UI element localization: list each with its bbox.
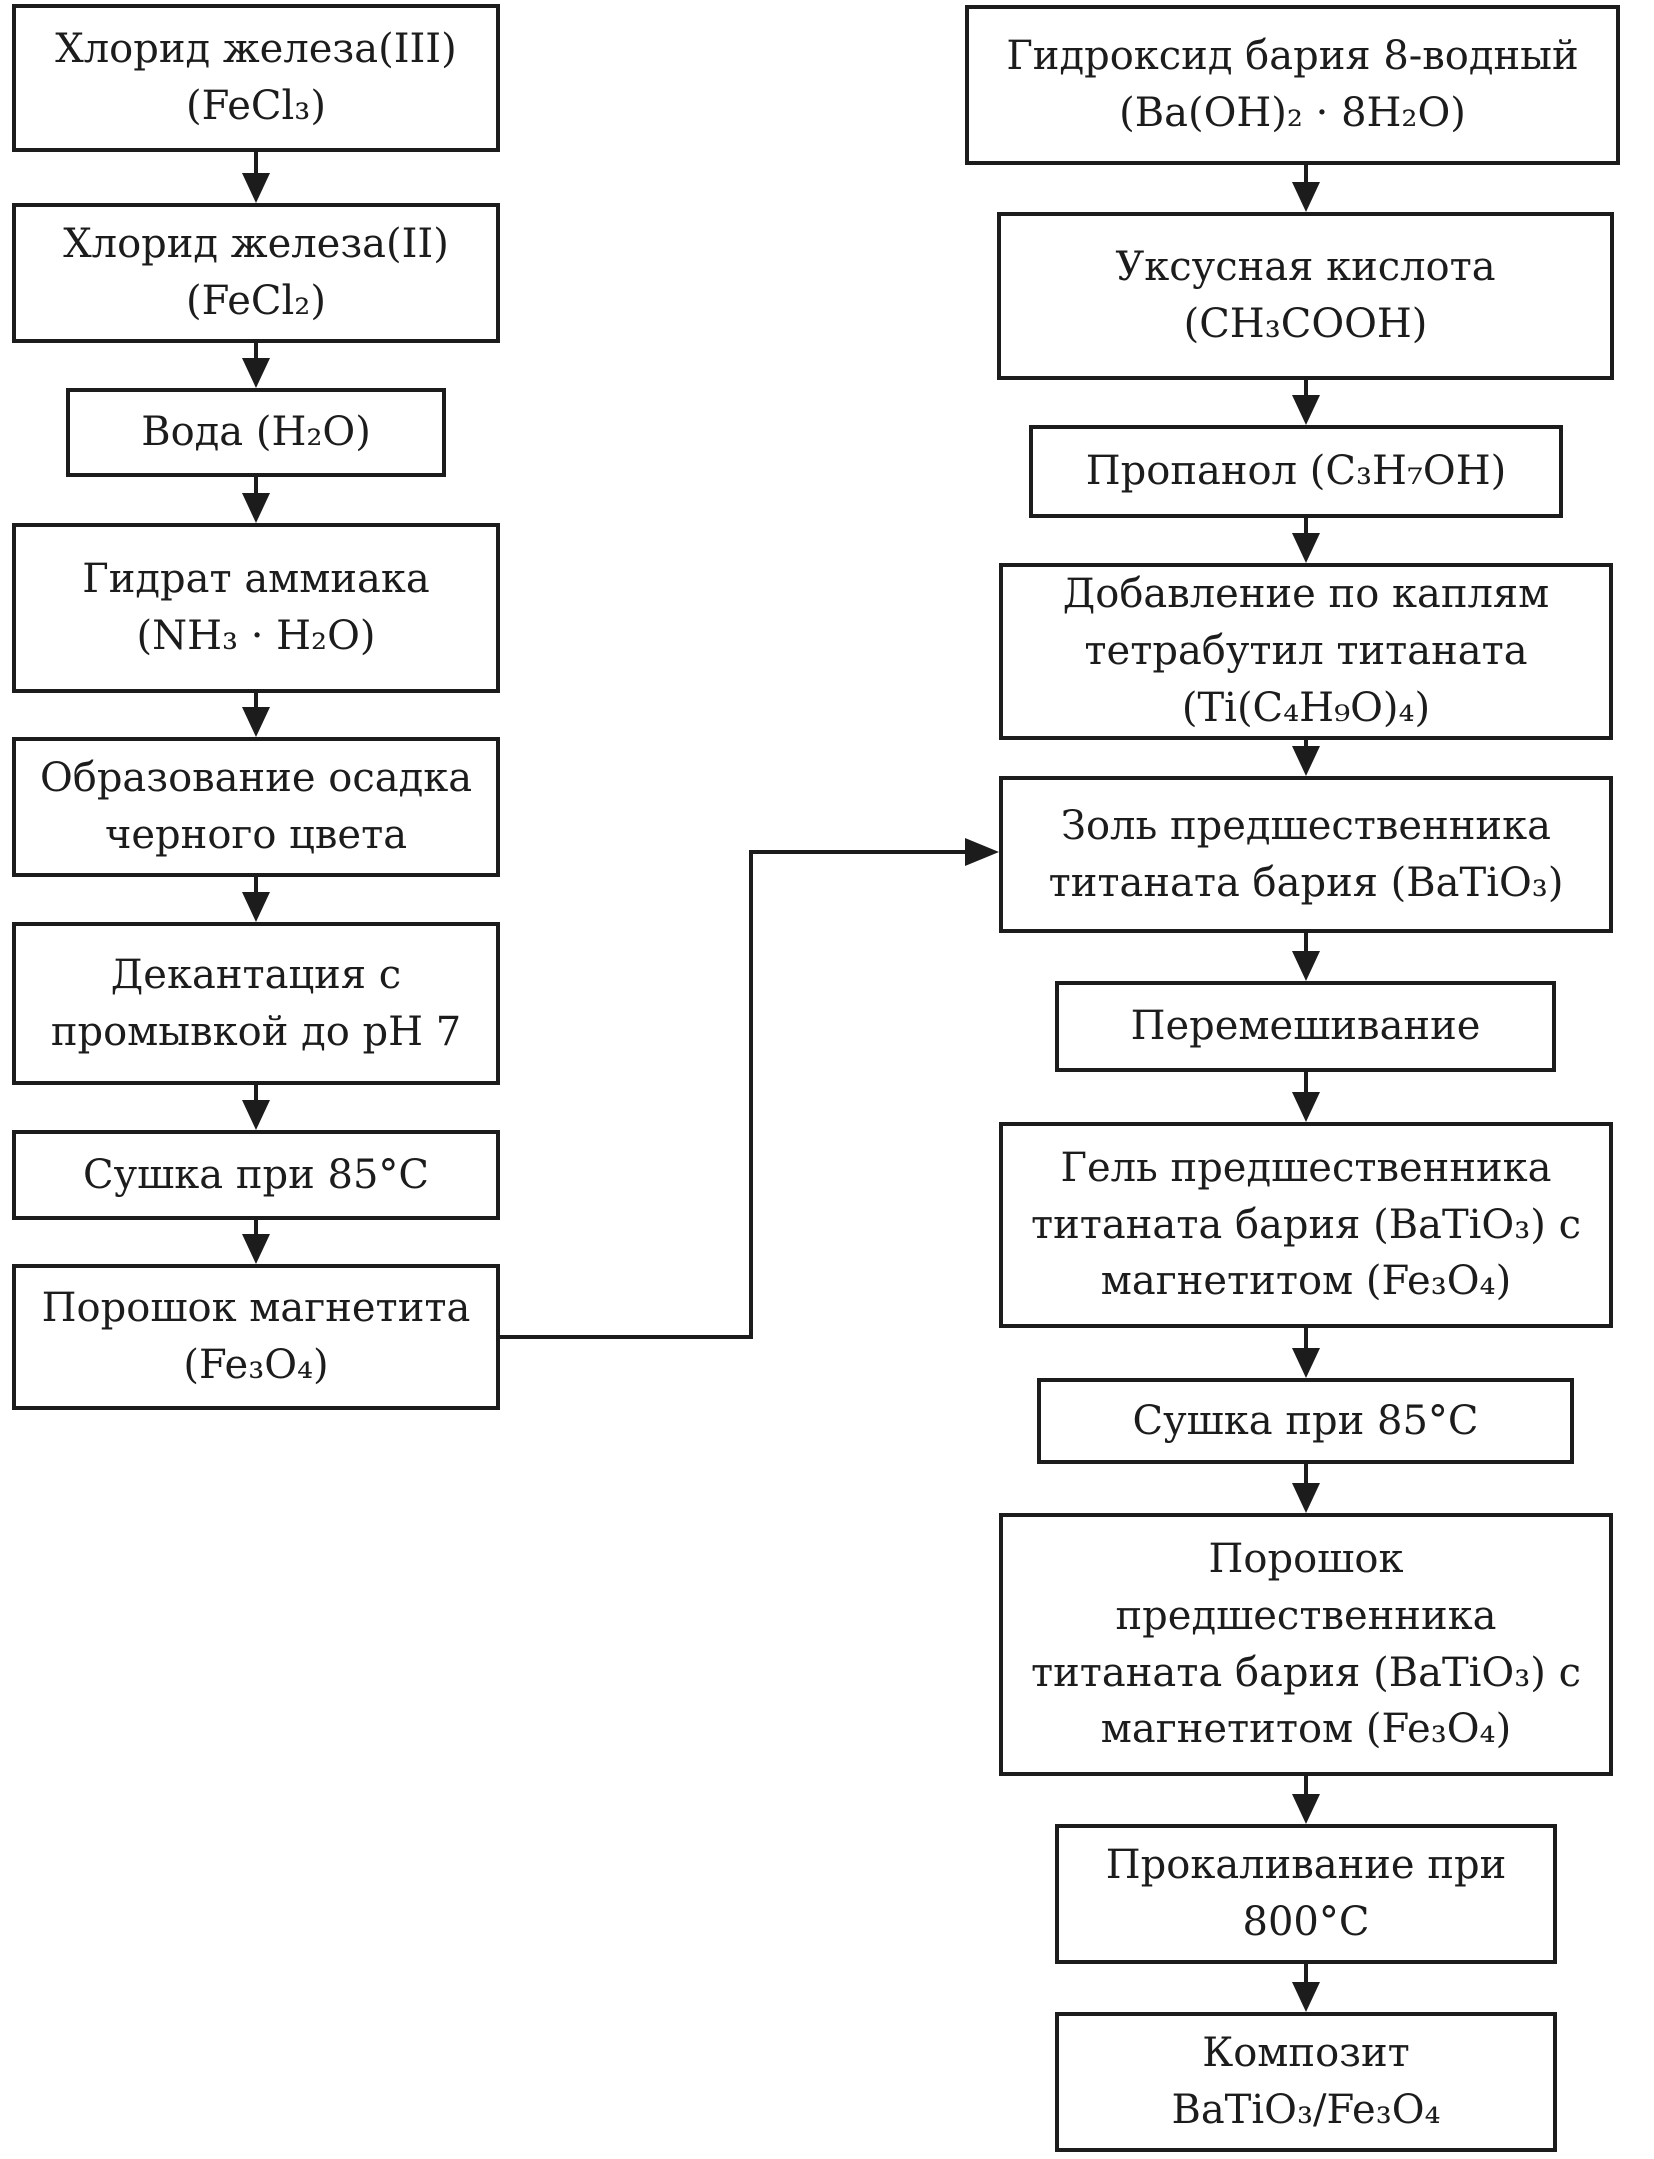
box-water: Вода (H₂O) <box>66 388 446 477</box>
box-line: 800°C <box>1242 1899 1370 1945</box>
box-composite-batio3-fe3o4: Композит BaTiO₃/Fe₃O₄ <box>1055 2012 1557 2152</box>
box-black-precipitate: Образование осадка черного цвета <box>12 737 500 877</box>
box-line: Добавление по каплям <box>1062 571 1550 618</box>
box-line: титаната бария (BaTiO₃) с <box>1031 1649 1581 1696</box>
box-line: Декантация с <box>110 951 402 998</box>
box-line: Гель предшественника <box>1060 1144 1552 1191</box>
arrow-down-icon <box>242 877 270 922</box>
box-drying-85c-right: Сушка при 85°C <box>1037 1378 1574 1464</box>
box-ammonia-hydrate: Гидрат аммиака (NH₃ · H₂O) <box>12 523 500 693</box>
box-line: тетрабутил титаната <box>1084 628 1528 675</box>
arrow-down-icon <box>1292 380 1320 425</box>
arrow-down-icon <box>242 1220 270 1264</box>
box-line: (NH₃ · H₂O) <box>136 613 376 659</box>
box-line: магнетитом (Fe₃O₄) <box>1100 1258 1512 1305</box>
box-line: Прокаливание при <box>1105 1842 1507 1889</box>
box-iron-iii-chloride: Хлорид железа(III) (FeCl₃) <box>12 4 500 152</box>
box-decantation-ph7: Декантация с промывкой до pH 7 <box>12 922 500 1085</box>
arrow-down-icon <box>242 1085 270 1130</box>
arrow-down-icon <box>1292 1072 1320 1122</box>
box-line: черного цвета <box>104 812 408 858</box>
arrow-down-icon <box>1292 1776 1320 1824</box>
box-batio3-precursor-powder: Порошок предшественника титаната бария (… <box>999 1513 1613 1776</box>
connector-horizontal-bottom <box>500 1335 753 1339</box>
arrow-down-icon <box>242 693 270 737</box>
arrow-down-icon <box>1292 933 1320 981</box>
box-propanol: Пропанол (C₃H₇OH) <box>1029 425 1563 518</box>
box-line: (Ti(C₄H₉O)₄) <box>1181 684 1431 731</box>
box-line: Порошок магнетита <box>41 1285 471 1332</box>
box-line: Сушка при 85°C <box>82 1151 430 1198</box>
arrow-down-icon <box>1292 165 1320 212</box>
arrow-down-icon <box>1292 1464 1320 1513</box>
box-line: BaTiO₃/Fe₃O₄ <box>1171 2087 1441 2133</box>
box-line: Композит <box>1202 2030 1410 2077</box>
box-line: Золь предшественника <box>1061 802 1551 849</box>
connector-vertical <box>749 850 753 1339</box>
box-line: Сушка при 85°C <box>1132 1397 1479 1444</box>
box-line: (Ba(OH)₂ · 8H₂O) <box>1119 90 1466 136</box>
box-line: Гидрат аммиака <box>82 556 430 603</box>
arrow-down-icon <box>1292 1964 1320 2012</box>
box-acetic-acid: Уксусная кислота (CH₃COOH) <box>997 212 1614 380</box>
box-drying-85c: Сушка при 85°C <box>12 1130 500 1220</box>
box-line: титаната бария (BaTiO₃) с <box>1031 1201 1581 1248</box>
box-line: Перемешивание <box>1130 1003 1481 1050</box>
box-line: Вода (H₂O) <box>141 409 371 456</box>
box-line: (Fe₃O₄) <box>183 1342 329 1388</box>
arrow-down-icon <box>1292 740 1320 776</box>
box-line: Порошок <box>1208 1535 1404 1582</box>
box-magnetite-powder: Порошок магнетита (Fe₃O₄) <box>12 1264 500 1410</box>
box-line: магнетитом (Fe₃O₄) <box>1100 1706 1512 1753</box>
box-line: титаната бария (BaTiO₃) <box>1048 859 1564 906</box>
box-barium-hydroxide-octahydrate: Гидроксид бария 8-водный (Ba(OH)₂ · 8H₂O… <box>965 5 1620 165</box>
box-iron-ii-chloride: Хлорид железа(II) (FeCl₂) <box>12 203 500 343</box>
box-batio3-precursor-sol: Золь предшественника титаната бария (BaT… <box>999 776 1613 933</box>
box-line: Образование осадка <box>39 755 473 802</box>
box-line: Пропанол (C₃H₇OH) <box>1085 448 1507 495</box>
arrow-down-icon <box>242 477 270 523</box>
box-tetrabutyl-titanate-dropwise: Добавление по каплям тетрабутил титаната… <box>999 563 1613 740</box>
connector-horizontal-top <box>749 850 965 854</box>
box-line: (CH₃COOH) <box>1183 301 1428 347</box>
box-line: промывкой до pH 7 <box>50 1008 462 1055</box>
box-line: Хлорид железа(II) <box>63 221 449 268</box>
box-stirring: Перемешивание <box>1055 981 1556 1072</box>
arrow-down-icon <box>242 343 270 388</box>
box-batio3-precursor-gel: Гель предшественника титаната бария (BaT… <box>999 1122 1613 1328</box>
arrow-down-icon <box>1292 1328 1320 1378</box>
arrow-down-icon <box>242 152 270 203</box>
arrow-down-icon <box>1292 518 1320 563</box>
box-line: Хлорид железа(III) <box>55 26 457 73</box>
box-line: предшественника <box>1115 1592 1497 1639</box>
box-line: (FeCl₂) <box>186 278 326 324</box>
box-calcination-800c: Прокаливание при 800°C <box>1055 1824 1557 1964</box>
box-line: Гидроксид бария 8-водный <box>1006 33 1579 80</box>
arrow-right-icon <box>965 838 999 866</box>
box-line: (FeCl₃) <box>186 83 326 129</box>
box-line: Уксусная кислота <box>1115 244 1496 291</box>
